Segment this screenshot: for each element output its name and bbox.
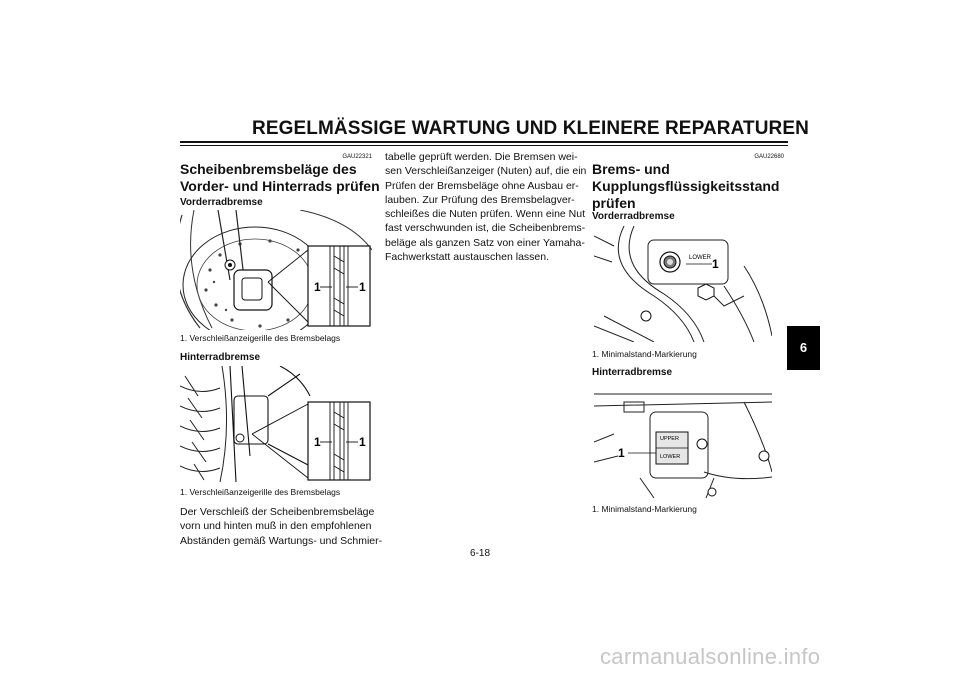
front-reservoir-caption: 1. Minimalstand-Markierung	[592, 349, 697, 359]
rear-reservoir-figure: UPPER LOWER 1	[594, 382, 772, 498]
text-line: tabelle geprüft werden. Die Bremsen wei-	[385, 151, 578, 163]
front-figure-caption: 1. Verschleißanzeigerille des Bremsbelag…	[180, 333, 341, 343]
front-reservoir-lower-label: LOWER	[689, 255, 712, 261]
text-line: schleißes die Nuten prüfen. Wenn eine Nu…	[385, 208, 586, 221]
section-title: Brems- und Kupplungsflüssigkeitsstand pr…	[592, 161, 779, 212]
rear-reservoir-upper-label: UPPER	[660, 436, 679, 442]
section-title-line: Brems- und	[592, 161, 670, 177]
rear-reservoir-caption: 1. Minimalstand-Markierung	[592, 504, 697, 514]
text-line: vorn und hinten muß in den empfohlenen	[180, 520, 372, 533]
middle-body-text: tabelle geprüft werden. Die Bremsen wei-…	[385, 150, 586, 264]
header-rule	[180, 141, 788, 143]
page-header-title: REGELMÄSSIGE WARTUNG UND KLEINERE REPARA…	[252, 118, 809, 139]
rear-figure-caption: 1. Verschleißanzeigerille des Bremsbelag…	[180, 487, 341, 497]
page-number: 6-18	[469, 548, 490, 559]
rear-figure-label-left: 1	[314, 435, 321, 449]
front-reservoir-heading: Vorderradbremse	[592, 211, 675, 222]
rear-figure-label-right: 1	[359, 435, 366, 449]
rear-brake-pad-figure: 1 1	[180, 366, 372, 482]
text-line: Abständen gemäß Wartungs- und Schmier-	[180, 534, 383, 547]
rear-brake-heading: Hinterradbremse	[180, 352, 261, 363]
watermark: carmanualsonline.info	[600, 644, 821, 669]
rear-reservoir-lower-label: LOWER	[660, 454, 680, 460]
chapter-tab: 6	[787, 326, 820, 370]
front-brake-pad-figure: 1 1	[180, 210, 372, 330]
rear-reservoir-heading: Hinterradbremse	[592, 367, 673, 378]
section-title-line: Vorder- und Hinterrads prüfen	[180, 178, 380, 194]
front-reservoir-marker: 1	[712, 257, 719, 271]
header-rule-thin	[180, 145, 788, 146]
left-body-text: Der Verschleiß der Scheibenbremsbeläge v…	[180, 505, 382, 548]
text-line: sen Verschleißanzeiger (Nuten) auf, die …	[385, 165, 587, 178]
section-code: GAU22321	[342, 154, 372, 160]
text-line: beläge als ganzen Satz von einer Yamaha-	[385, 236, 585, 249]
front-brake-heading: Vorderradbremse	[180, 197, 263, 208]
section-title-line: Scheibenbremsbeläge des	[180, 161, 357, 177]
text-line: Der Verschleiß der Scheibenbremsbeläge	[180, 506, 375, 518]
section-title-line: Kupplungsflüssigkeitsstand	[592, 178, 780, 194]
section-code: GAU22680	[754, 154, 784, 160]
text-line: Prüfen der Bremsbeläge ohne Ausbau er-	[385, 179, 579, 192]
section-title: Scheibenbremsbeläge des Vorder- und Hint…	[180, 161, 380, 195]
front-figure-label-right: 1	[359, 280, 366, 294]
text-line: Fachwerkstatt austauschen lassen.	[385, 251, 550, 264]
front-figure-label-left: 1	[314, 280, 321, 294]
text-line: fast verschwunden ist, die Scheibenbrems…	[385, 222, 586, 235]
front-reservoir-figure: LOWER 1	[594, 226, 772, 342]
text-line: lauben. Zur Prüfung des Bremsbelagver-	[385, 193, 575, 206]
rear-reservoir-marker: 1	[618, 446, 625, 460]
section-title-line: prüfen	[592, 195, 636, 211]
